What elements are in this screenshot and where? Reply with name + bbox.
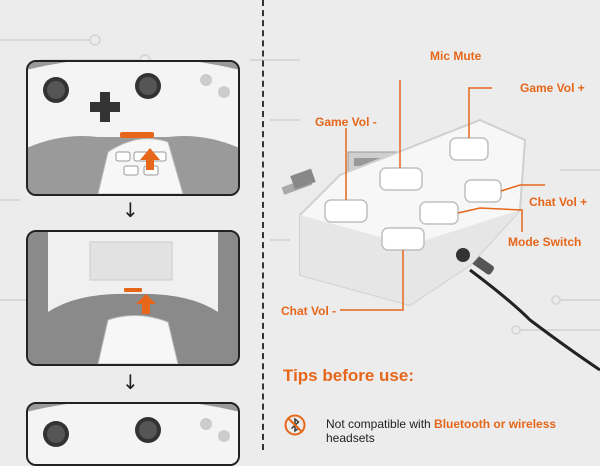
step-arrow-1: ↓ bbox=[122, 198, 139, 222]
tip-compatibility-text: Not compatible with Bluetooth or wireles… bbox=[326, 417, 596, 445]
tips-title: Tips before use: bbox=[283, 366, 414, 385]
callout-mic-mute: Mic Mute bbox=[430, 49, 482, 63]
step-3-panel bbox=[26, 402, 240, 466]
callout-chat-vol-minus: Chat Vol - bbox=[281, 304, 337, 318]
tip-text-after: headsets bbox=[326, 431, 375, 445]
tip-text-highlight: Bluetooth or wireless bbox=[434, 417, 557, 431]
section-divider bbox=[262, 0, 264, 450]
callout-chat-vol-plus: Chat Vol + bbox=[529, 195, 588, 209]
bluetooth-disabled-icon bbox=[284, 414, 306, 436]
callout-game-vol-plus: Game Vol + bbox=[520, 81, 585, 95]
step-1-panel bbox=[26, 60, 240, 196]
callout-game-vol-minus: Game Vol - bbox=[315, 115, 377, 129]
callout-mode-switch: Mode Switch bbox=[508, 235, 582, 249]
tip-text-before: Not compatible with bbox=[326, 417, 435, 431]
step-arrow-2: ↓ bbox=[122, 370, 139, 394]
headset-adapter-illustration bbox=[281, 80, 600, 372]
step-2-panel bbox=[26, 230, 240, 366]
